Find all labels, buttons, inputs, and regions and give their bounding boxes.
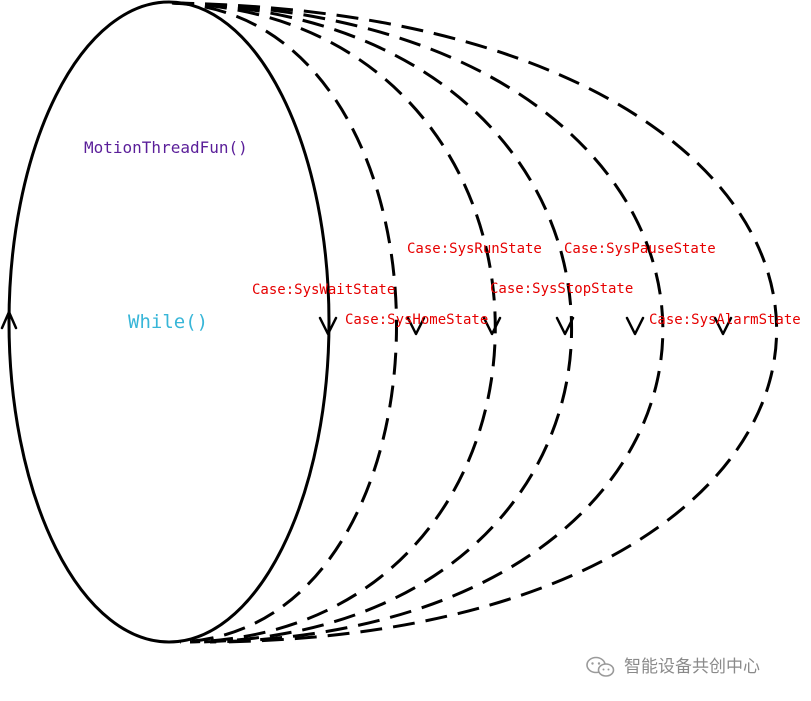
arrow-down-stop	[555, 316, 575, 336]
arrow-down-wait	[318, 316, 338, 336]
branch-run-state	[171, 1, 497, 644]
case-alarm-label: Case:SysAlarmState	[649, 312, 801, 328]
branch-home-state	[171, 1, 398, 644]
arrow-down-home	[406, 316, 426, 336]
main-loop-ellipse	[7, 0, 331, 644]
case-stop-label: Case:SysStopState	[490, 281, 633, 297]
arrow-down-pause	[625, 316, 645, 336]
case-pause-label: Case:SysPauseState	[564, 241, 716, 257]
arrow-down-run	[482, 316, 502, 336]
case-wait-label: Case:SysWaitState	[252, 282, 395, 298]
arrowheads	[0, 310, 733, 336]
watermark: 智能设备共创中心	[586, 656, 760, 677]
arrow-down-alarm	[713, 316, 733, 336]
wechat-icon	[586, 656, 615, 677]
case-home-label: Case:SysHomeState	[345, 312, 488, 328]
arrow-up-left	[0, 310, 18, 330]
branch-pause-state	[171, 1, 665, 644]
thread-function-label: MotionThreadFun()	[84, 138, 248, 157]
while-loop-label: While()	[128, 311, 208, 333]
branch-alarm-state	[171, 1, 779, 644]
watermark-text: 智能设备共创中心	[624, 657, 760, 677]
case-run-label: Case:SysRunState	[407, 241, 542, 257]
